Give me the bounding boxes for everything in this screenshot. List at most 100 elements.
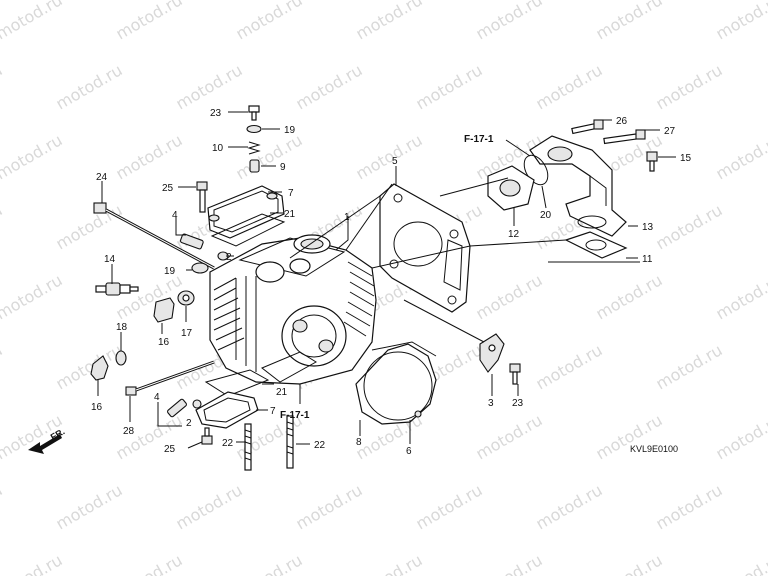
watermark-text: motod.ru: [293, 60, 366, 113]
tappet-cover-7-lower: [195, 391, 259, 429]
cap-nut-16-upper: [153, 297, 175, 323]
watermark-text: motod.ru: [113, 130, 186, 183]
callout-19b: 19: [164, 266, 176, 277]
callout-23b: 23: [512, 398, 524, 409]
bolt-26: [571, 119, 604, 135]
watermark-text: motod.ru: [0, 200, 6, 253]
watermark-text: motod.ru: [473, 0, 546, 43]
watermark-text: motod.ru: [53, 480, 126, 533]
callout-4b: 4: [154, 392, 160, 403]
bracket-3: [479, 333, 505, 373]
drawing-code: KVL9E0100: [630, 444, 678, 454]
gasket-20: [523, 154, 549, 186]
stud-bolt-22-right: [286, 415, 294, 469]
watermark-text: motod.ru: [593, 270, 666, 323]
watermark-text: motod.ru: [653, 340, 726, 393]
gasket-21-upper: [210, 213, 286, 247]
watermark-text: motod.ru: [53, 200, 126, 253]
washer-19-mid: [191, 262, 209, 274]
watermark-text: motod.ru: [173, 60, 246, 113]
watermark-text: motod.ru: [713, 410, 768, 463]
watermark-text: motod.ru: [653, 200, 726, 253]
callout-18: 18: [116, 322, 128, 333]
bolt-28: [125, 360, 215, 396]
callout-21a: 21: [284, 209, 296, 220]
watermark-text: motod.ru: [653, 60, 726, 113]
cap-nut-16-lower: [90, 355, 109, 381]
watermark-text: motod.ru: [113, 270, 186, 323]
watermark-text: motod.ru: [413, 60, 486, 113]
bolt-15: [646, 151, 658, 172]
callout-21b: 21: [276, 387, 288, 398]
callout-15: 15: [680, 153, 692, 164]
valve-cap-9: [249, 159, 260, 173]
tappet-cover-7-upper: [207, 185, 285, 239]
watermark-text: motod.ru: [533, 340, 606, 393]
watermark-text: motod.ru: [0, 550, 66, 576]
callout-11: 11: [642, 254, 653, 265]
callout-5: 5: [392, 156, 398, 167]
watermark-text: motod.ru: [353, 130, 426, 183]
watermark-text: motod.ru: [353, 550, 426, 576]
cylinder-head-1: [209, 234, 377, 385]
watermark-text: motod.ru: [0, 270, 66, 323]
insulator-12: [487, 165, 535, 211]
watermark-text: motod.ru: [173, 480, 246, 533]
watermark-text: motod.ru: [593, 550, 666, 576]
callout-4a: 4: [172, 210, 178, 221]
watermark-text: motod.ru: [0, 340, 6, 393]
callout-28: 28: [123, 426, 135, 437]
washer-18: [115, 350, 127, 366]
callout-1: 1: [344, 212, 350, 223]
watermark-text: motod.ru: [713, 130, 768, 183]
watermark-text: motod.ru: [593, 0, 666, 43]
callout-19a: 19: [284, 125, 296, 136]
watermark-text: motod.ru: [0, 130, 66, 183]
callout-2b: 2: [186, 418, 192, 429]
watermark-text: motod.ru: [353, 0, 426, 43]
bolt-6: [414, 410, 422, 418]
watermark-text: motod.ru: [413, 480, 486, 533]
callout-22b: 22: [314, 440, 326, 451]
bolt-25-upper: [196, 181, 208, 213]
adjuster-screw-4-lower: [167, 398, 187, 418]
stud-bolt-22-left: [244, 423, 252, 471]
watermark-text: motod.ru: [473, 410, 546, 463]
callout-2a: 2: [226, 252, 232, 263]
bolt-25-lower: [201, 427, 213, 445]
bolt-23-right: [509, 363, 521, 385]
watermark-text: motod.ru: [0, 0, 66, 43]
callout-22a: 22: [222, 438, 234, 449]
watermark-text: motod.ru: [293, 480, 366, 533]
callout-13: 13: [642, 222, 654, 233]
spring-10: [247, 141, 261, 155]
callout-26: 26: [616, 116, 628, 127]
callout-27: 27: [664, 126, 676, 137]
callout-20: 20: [540, 210, 552, 221]
bolt-27: [603, 129, 646, 145]
watermark-text: motod.ru: [53, 340, 126, 393]
side-cover-8: [355, 341, 437, 425]
bolt-23-top: [248, 105, 260, 121]
callout-8: 8: [356, 437, 362, 448]
watermark-text: motod.ru: [473, 270, 546, 323]
callout-12: 12: [508, 229, 520, 240]
watermark-text: motod.ru: [713, 270, 768, 323]
callout-25a: 25: [162, 183, 174, 194]
nut-2-lower: [192, 399, 202, 409]
watermark-text: motod.ru: [593, 410, 666, 463]
adjuster-screw-4-upper: [179, 233, 204, 250]
head-gasket-5: [379, 183, 471, 313]
callout-24: 24: [96, 172, 108, 183]
watermark-text: motod.ru: [473, 550, 546, 576]
callout-25b: 25: [164, 444, 176, 455]
callout-9: 9: [280, 162, 286, 173]
callout-7a: 7: [288, 188, 294, 199]
watermark-text: motod.ru: [713, 550, 768, 576]
callout-14: 14: [104, 254, 116, 265]
intake-pipe-13: [529, 135, 627, 237]
watermark-text: motod.ru: [533, 480, 606, 533]
callout-6: 6: [406, 446, 412, 457]
